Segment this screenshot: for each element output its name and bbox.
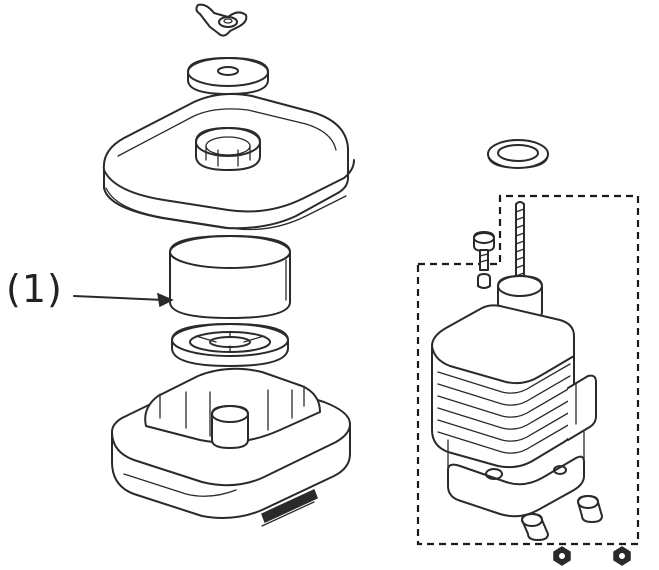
rubber-washer [187, 57, 269, 95]
stud [515, 201, 525, 295]
air-cleaner-base [111, 367, 351, 527]
oil-bath-seal-ring [487, 139, 549, 169]
air-cleaner-cover [102, 93, 355, 231]
filter-grid-plate [171, 323, 289, 367]
bolt [473, 231, 495, 289]
spacer-collar [521, 495, 603, 541]
callout-label-1: (1) [6, 267, 63, 311]
callout-arrow-1 [73, 292, 174, 308]
assembly-boundary [416, 194, 640, 546]
wing-nut [195, 3, 248, 37]
hex-nut [553, 546, 631, 566]
foam-filter-element [169, 235, 291, 319]
oil-bath-assembly [431, 275, 597, 518]
